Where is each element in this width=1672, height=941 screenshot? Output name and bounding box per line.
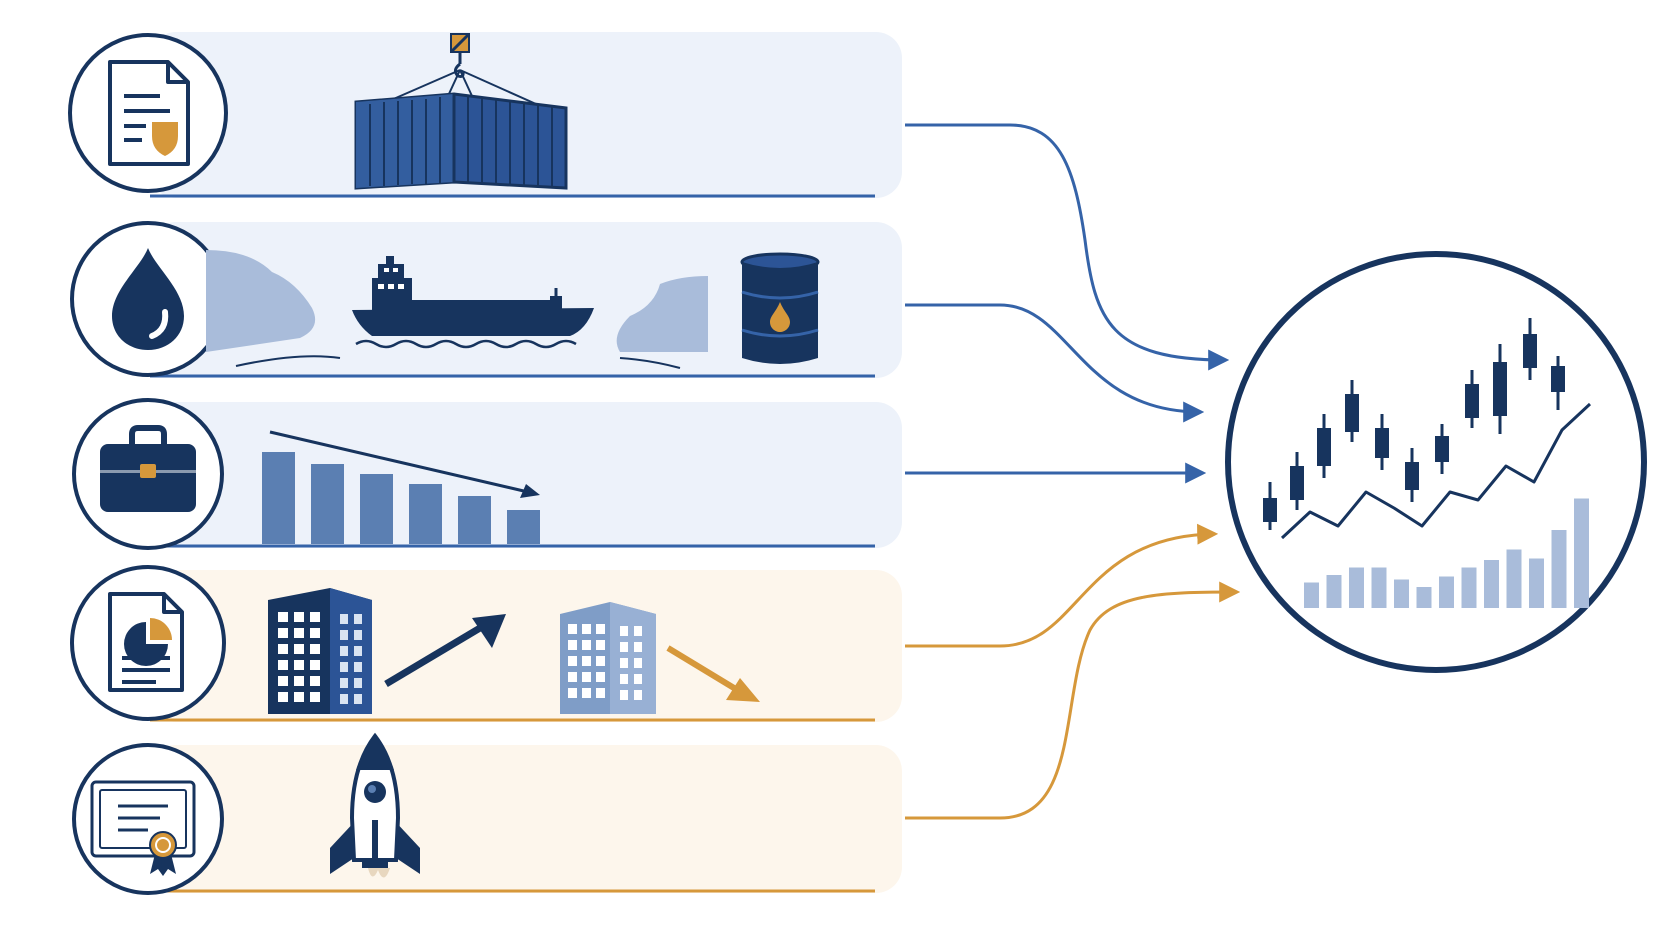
declining-bar-chart	[262, 430, 540, 544]
volume-bar	[1349, 567, 1364, 608]
candlestick	[1405, 448, 1419, 502]
rocket-launch	[330, 732, 420, 878]
buildings-up-down	[268, 588, 760, 714]
candlestick	[1263, 482, 1277, 530]
volume-bar	[1506, 549, 1522, 608]
candlestick	[1551, 356, 1565, 410]
candlestick	[1435, 424, 1449, 474]
candlestick	[1493, 344, 1507, 434]
volume-bar	[1304, 582, 1319, 608]
document-shield-icon	[108, 60, 190, 166]
candlestick	[1290, 452, 1304, 510]
arrow-corporate-reports	[905, 523, 1219, 648]
volume-bar	[1394, 579, 1409, 608]
certificate-seal-icon	[90, 780, 196, 876]
volume-bar	[1371, 567, 1387, 608]
volume-bar	[1484, 560, 1499, 608]
arrow-new-listings	[905, 581, 1241, 820]
candlestick	[1375, 414, 1389, 470]
panel-new-listings	[150, 745, 902, 893]
connector-arrows	[905, 123, 1241, 820]
report-pie-chart-icon	[108, 592, 184, 692]
volume-bar	[1551, 530, 1567, 608]
candlestick	[1317, 414, 1331, 478]
candlestick	[1523, 318, 1537, 380]
volume-bar	[1439, 576, 1454, 608]
bar	[409, 484, 442, 544]
shipping-container-crane	[354, 32, 568, 190]
bar	[262, 452, 295, 544]
candlestick	[1465, 370, 1479, 428]
volume-bar	[1529, 558, 1544, 608]
bar	[360, 474, 393, 544]
trend-line	[1280, 402, 1592, 540]
volume-bar	[1574, 498, 1589, 608]
candlesticks	[1263, 318, 1565, 530]
briefcase-icon	[100, 425, 196, 512]
bar	[311, 464, 344, 544]
oil-drop-icon	[112, 248, 184, 350]
stock-market-chart-icon	[1225, 251, 1647, 673]
oil-tanker-strait-barrel	[206, 250, 820, 369]
volume-bar	[1461, 567, 1477, 608]
bar	[458, 496, 491, 544]
panel-corporate-reports	[150, 570, 902, 722]
volume-bars	[1304, 498, 1589, 608]
candlestick	[1345, 380, 1359, 442]
volume-bar	[1326, 575, 1342, 608]
volume-bar	[1416, 587, 1432, 608]
bar	[507, 510, 540, 544]
arrow-oil-supply	[905, 303, 1205, 423]
arrow-trade-policy	[905, 123, 1230, 371]
